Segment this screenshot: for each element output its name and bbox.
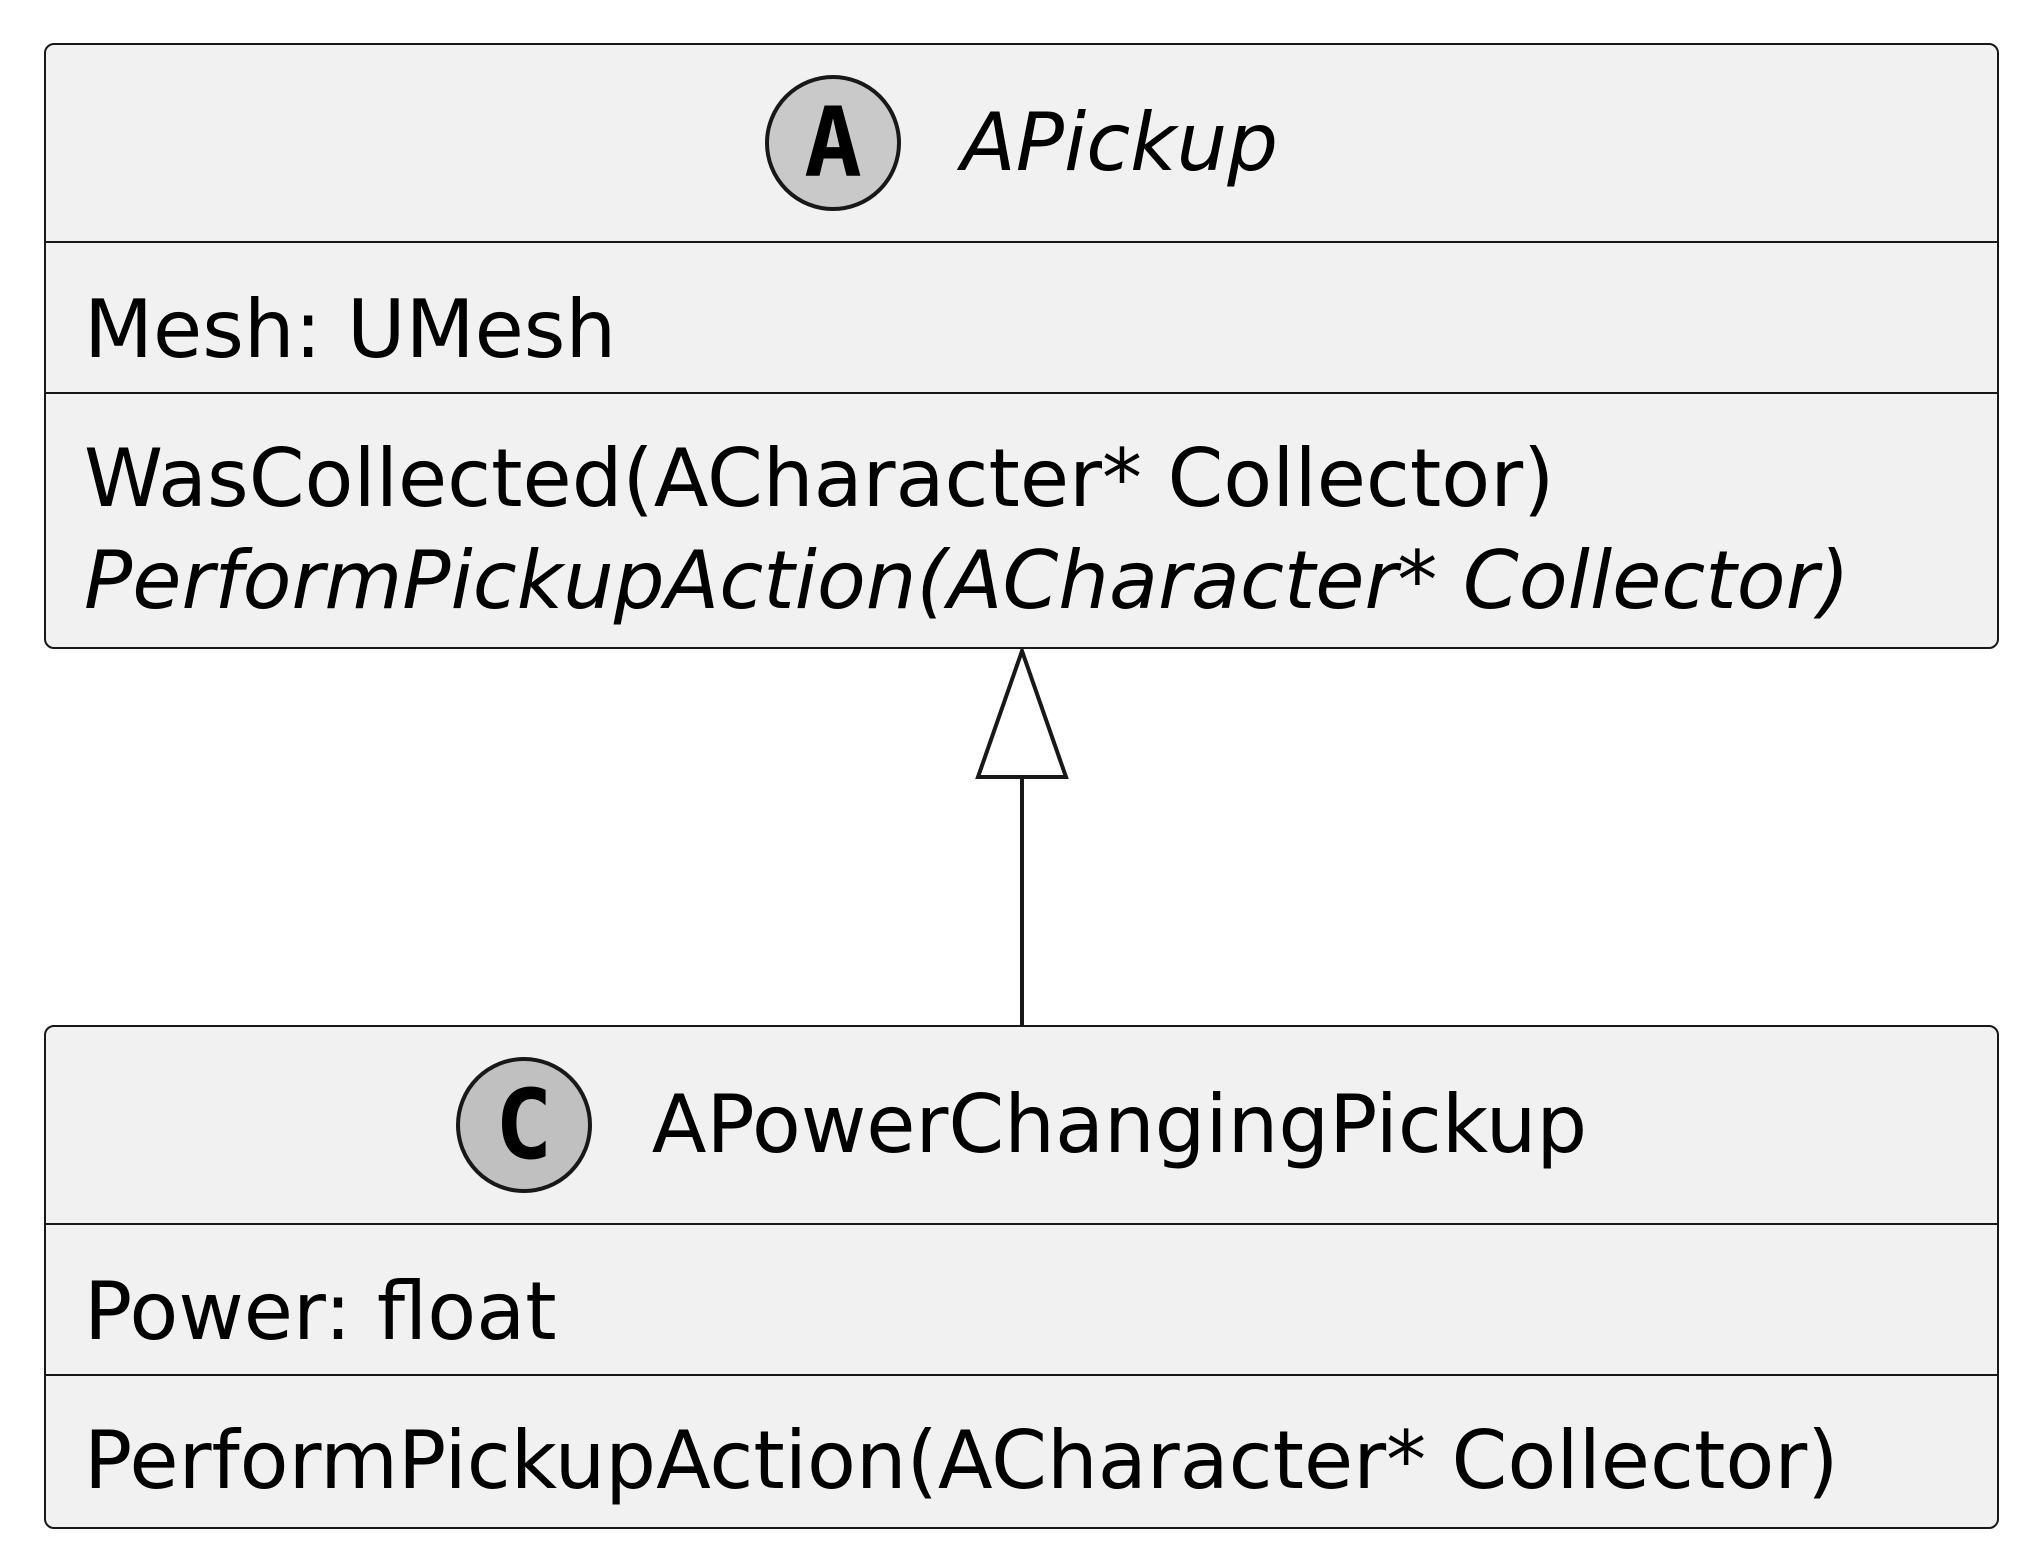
class-apowerchangingpickup[interactable]: C APowerChangingPickup Power: float Perf…	[44, 1025, 1999, 1529]
class-apickup-name: APickup	[961, 96, 1278, 189]
class-apickup-methods: WasCollected(ACharacter* Collector) Perf…	[46, 394, 1997, 632]
class-icon: C	[455, 1057, 592, 1193]
method-was-collected: WasCollected(ACharacter* Collector)	[84, 432, 1555, 525]
class-apowerchangingpickup-name: APowerChangingPickup	[651, 1078, 1588, 1171]
class-apowerchangingpickup-methods: PerformPickupAction(ACharacter* Collecto…	[46, 1376, 1997, 1512]
method-perform-pickup-action-abstract: PerformPickupAction(ACharacter* Collecto…	[84, 534, 1850, 627]
inheritance-arrowhead	[975, 644, 1069, 779]
class-apickup[interactable]: A APickup Mesh: UMesh WasCollected(AChar…	[44, 43, 1999, 649]
class-apickup-attributes: Mesh: UMesh	[46, 243, 1997, 394]
class-apickup-header: A APickup	[46, 45, 1997, 243]
class-apowerchangingpickup-attributes: Power: float	[46, 1225, 1997, 1376]
attribute-power: Power: float	[84, 1265, 557, 1358]
attribute-mesh: Mesh: UMesh	[84, 283, 617, 376]
method-perform-pickup-action: PerformPickupAction(ACharacter* Collecto…	[84, 1414, 1839, 1507]
abstract-class-icon: A	[765, 75, 901, 211]
class-apowerchangingpickup-header: C APowerChangingPickup	[46, 1027, 1997, 1225]
